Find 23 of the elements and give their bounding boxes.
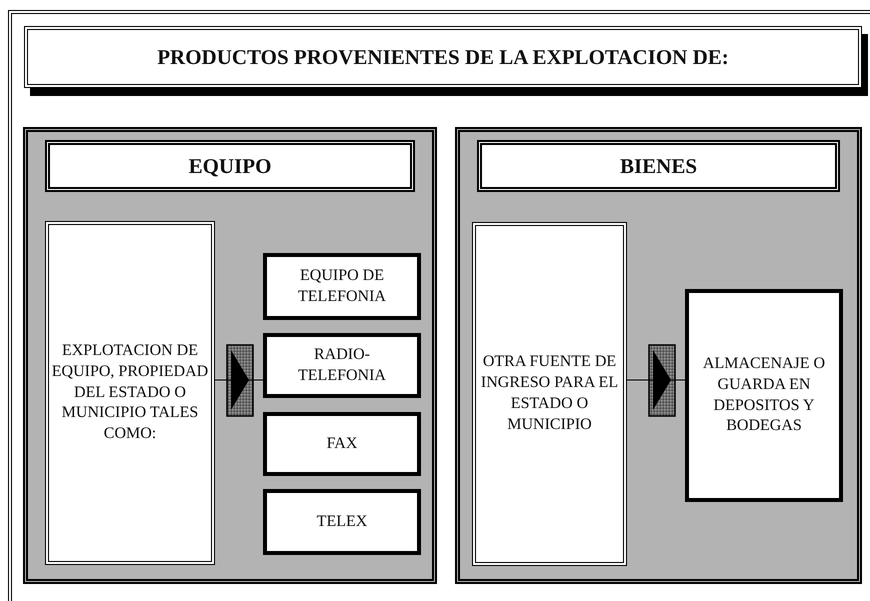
text-box — [45, 221, 215, 565]
box-text: EQUIPO DE TELEFONIA — [297, 266, 387, 306]
heading-box — [477, 140, 840, 192]
box-text: EQUIPO — [188, 154, 272, 178]
box-text: RADIO- TELEFONIA — [297, 344, 387, 386]
arrow — [214, 344, 264, 417]
box-text: BIENES — [620, 154, 698, 178]
arrow — [626, 344, 686, 417]
box-text: ALMACENAJE O GUARDA EN DEPOSITOS Y BODEGAS — [702, 354, 826, 436]
box-text: OTRA FUENTE DE INGRESO PARA EL ESTADO O MUNICIPIO — [480, 352, 620, 435]
heading-box — [45, 140, 415, 192]
text-box — [263, 333, 421, 398]
box-text: EXPLOTACION DE EQUIPO, PROPIEDAD DEL ESTADO O MUNICIPIO TALES COMO: — [51, 341, 209, 444]
box-text: PRODUCTOS PROVENIENTES DE LA EXPLOTACION DE: — [157, 44, 729, 70]
panel-box — [455, 127, 862, 584]
text-box — [472, 222, 627, 566]
panel-box — [23, 127, 437, 584]
text-box — [685, 289, 843, 502]
text-box — [263, 253, 421, 320]
box-text: FAX — [326, 434, 358, 454]
text-box — [263, 412, 421, 476]
text-box — [263, 489, 421, 555]
box-text: TELEX — [316, 512, 368, 532]
